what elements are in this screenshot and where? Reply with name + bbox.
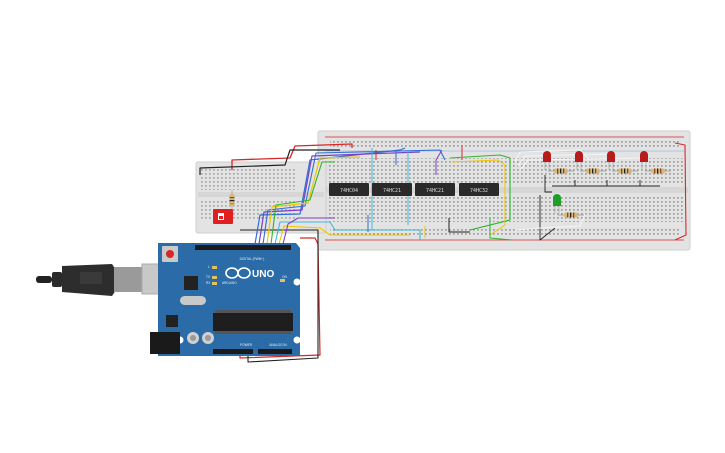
usb-cable[interactable] bbox=[36, 263, 169, 296]
chip-74hc21[interactable]: 74HC21 bbox=[415, 183, 455, 196]
resistor[interactable] bbox=[645, 168, 671, 174]
chip-label: 74HC32 bbox=[470, 188, 488, 194]
resistor[interactable] bbox=[558, 212, 584, 218]
crystal bbox=[180, 296, 206, 305]
led-red[interactable] bbox=[543, 151, 551, 170]
digital-header bbox=[195, 245, 291, 250]
chip-74hc04[interactable]: 74HC04 bbox=[329, 183, 369, 196]
analog-header-label: ANALOG IN bbox=[269, 343, 287, 347]
led-red[interactable] bbox=[607, 151, 615, 170]
on-label: ON bbox=[282, 275, 287, 279]
wires bbox=[199, 142, 687, 363]
chip-74hc32[interactable]: 74HC32 bbox=[459, 183, 499, 196]
led-label-rx: RX bbox=[206, 281, 211, 285]
analog-pin-header bbox=[258, 349, 292, 354]
chip-label: 74HC04 bbox=[340, 188, 358, 194]
atmega-chip bbox=[213, 310, 293, 334]
led-red[interactable] bbox=[575, 151, 583, 170]
chip-74hc21[interactable]: 74HC21 bbox=[372, 183, 412, 196]
resistor[interactable] bbox=[612, 168, 638, 174]
digital-header-label: DIGITAL (PWM~) bbox=[240, 257, 265, 261]
dip-switch[interactable] bbox=[213, 209, 233, 224]
chip-label: 74HC21 bbox=[426, 188, 444, 194]
usb-chip bbox=[184, 276, 198, 290]
led-label-tx: TX bbox=[206, 275, 211, 279]
led-label-l: L bbox=[208, 265, 210, 269]
chip-label: 74HC21 bbox=[383, 188, 401, 194]
resistor[interactable] bbox=[229, 190, 235, 212]
power-jack[interactable] bbox=[150, 332, 180, 354]
main-breadboard[interactable] bbox=[317, 130, 691, 251]
power-pin-header bbox=[213, 349, 253, 354]
resistors bbox=[229, 168, 671, 218]
model-name: UNO bbox=[252, 269, 274, 280]
led-red[interactable] bbox=[640, 151, 648, 170]
resistor[interactable] bbox=[580, 168, 606, 174]
resistor[interactable] bbox=[548, 168, 574, 174]
arduino-board[interactable]: DIGITAL (PWM~) UNO ARDUINO L TX RX ON bbox=[150, 243, 301, 356]
brand-name: ARDUINO bbox=[222, 281, 237, 285]
arduino-logo: UNO ARDUINO bbox=[222, 267, 274, 285]
led-green[interactable] bbox=[553, 194, 561, 213]
power-header-label: POWER bbox=[240, 343, 253, 347]
